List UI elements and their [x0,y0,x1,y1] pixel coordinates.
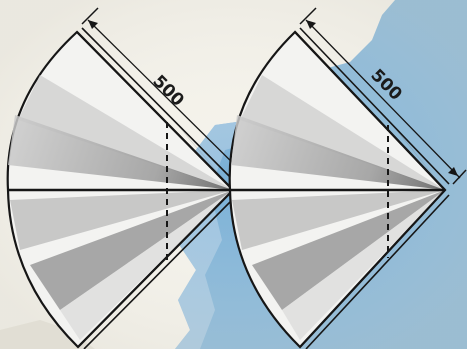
left-sector-template: 500 [6,7,254,349]
right-sector-template: 500 [228,7,467,349]
right-dimension-line [305,19,461,179]
left-dimension-line [87,19,249,179]
